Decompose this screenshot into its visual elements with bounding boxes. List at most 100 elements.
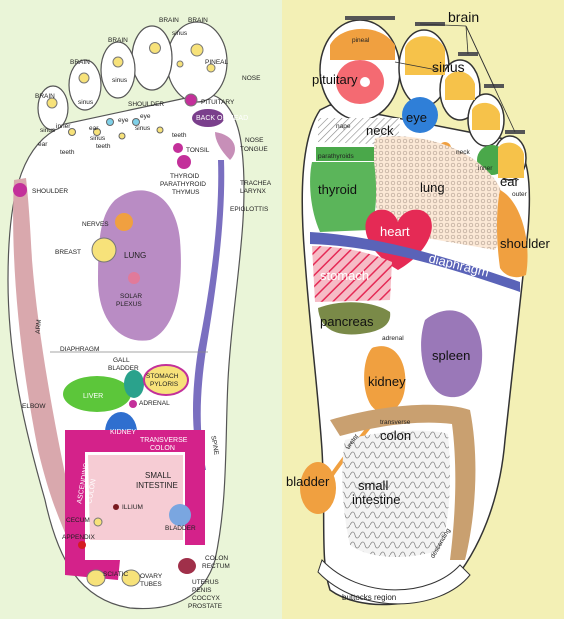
left-sinus-label-2: sinus [112, 77, 128, 84]
right-thyroid [310, 162, 377, 232]
right-ear-label: ear [500, 174, 519, 189]
left-brain-label-5: BRAIN [35, 93, 55, 100]
right-kidney [364, 346, 406, 413]
left-tonsil-label: TONSIL [186, 147, 210, 154]
left-nose-tongue-label-2: TONGUE [240, 146, 268, 153]
left-elbow-label: ELBOW [22, 403, 46, 410]
left-nose-label: NOSE [242, 75, 261, 82]
right-shoulder-label: shoulder [500, 236, 551, 251]
right-pancreas-label: pancreas [320, 314, 374, 329]
right-bladder-label: bladder [286, 474, 330, 489]
left-sciatic-dot [86, 569, 106, 587]
left-appendix-label: APPENDIX [62, 534, 96, 541]
left-sinus-label-6: sinus [135, 125, 151, 132]
left-shoulder-toe-label: SHOULDER [128, 101, 164, 108]
left-brain-label-1: BRAIN [159, 17, 179, 24]
left-brain-label-2: BRAIN [188, 17, 208, 24]
right-inner-label: inner [478, 165, 493, 172]
right-sinus-pointer [394, 61, 438, 71]
right-eye-region [402, 97, 438, 133]
right-lung-label: lung [420, 180, 445, 195]
right-sinus-toe4 [472, 102, 500, 130]
left-brain-dot-2 [149, 42, 161, 54]
left-pineal-label: PINEAL [205, 59, 229, 66]
right-spleen-label: spleen [432, 348, 470, 363]
right-pineal-region [330, 28, 395, 60]
left-appendix-dot [78, 541, 86, 549]
right-parathyroids-label: parathyroids [318, 153, 355, 160]
left-sinus-label-3: sinus [78, 99, 94, 106]
left-liver [63, 376, 131, 412]
right-brain-pointer-1 [419, 23, 467, 27]
right-heart-label: heart [380, 224, 410, 239]
left-foot: BRAIN BRAIN BRAIN BRAIN BRAIN sinus sinu… [7, 17, 272, 610]
right-transverse-label: transverse [380, 419, 411, 426]
left-toe-2 [131, 25, 173, 91]
left-thyroid-label-1: THYROID [170, 173, 200, 180]
left-trachea-label-2: LARYNX [240, 188, 267, 195]
left-thyroid-label-3: THYMUS [172, 189, 200, 196]
right-small-intestine [342, 430, 450, 557]
right-shoulder [497, 190, 528, 278]
right-adrenal-label: adrenal [382, 335, 404, 342]
left-ilium-dot [113, 504, 119, 510]
left-brain-dot-3 [112, 56, 124, 68]
left-gall [124, 370, 144, 398]
left-spine-label: SPINE [209, 435, 219, 456]
left-trachea-label-1: TRACHEA [240, 180, 272, 187]
left-teeth-dot-1 [118, 132, 126, 140]
left-solar-label-1: SOLAR [120, 293, 142, 300]
right-sinus-toe5 [498, 142, 524, 178]
left-epiglottis-label: EPIGLOTTIS [230, 206, 269, 213]
right-sinus-toe3 [445, 71, 475, 100]
left-cecum-dot [93, 517, 103, 527]
right-sinus-toe2 [405, 36, 445, 75]
left-small-label-1: SMALL [145, 471, 172, 480]
left-teeth-label-2: teeth [96, 143, 111, 150]
right-brain-pointer-4 [465, 25, 516, 133]
left-brain-dot-5 [46, 97, 58, 109]
left-arm-strip [13, 178, 78, 540]
left-uterus-dot [178, 558, 196, 574]
left-brain-label-3: BRAIN [108, 37, 128, 44]
left-nerves-dot [115, 213, 133, 231]
left-kidney-label: KIDNEY [110, 429, 136, 436]
left-small-intestine [88, 455, 183, 540]
left-small-label-2: INTESTINE [136, 481, 178, 490]
right-small-label: small [358, 478, 388, 493]
right-parathyroids [316, 147, 374, 161]
right-buttocks-label: buttocks region [342, 593, 396, 602]
left-tonsil [173, 143, 183, 153]
left-shoulder-dot [13, 183, 27, 197]
left-colon [65, 430, 205, 580]
left-uterus-label-1: UTERUS [192, 579, 219, 586]
left-sinus-label-5: sinus [90, 135, 106, 142]
right-thyroid-label: thyroid [318, 182, 357, 197]
left-nose-tongue-label-1: NOSE [245, 137, 264, 144]
left-stomach-label-1: STOMACH [146, 373, 179, 380]
left-arm-label: ARM [35, 319, 43, 334]
right-nape-label: nape [336, 123, 351, 130]
right-pituitary-dot [360, 77, 370, 87]
left-sinus-dot-1 [176, 60, 184, 68]
left-eye-dot-1 [106, 118, 114, 126]
left-gall-label-1: GALL [113, 357, 130, 364]
right-colon-band [330, 404, 476, 560]
left-pineal-dot [206, 63, 216, 73]
left-uterus-label-3: COCCYX [192, 595, 220, 602]
left-thyroid-label-2: PARATHYROID [160, 181, 206, 188]
right-brain-pointer-2 [465, 25, 469, 55]
right-colon-label: colon [380, 428, 411, 443]
right-diaphragm-band [310, 232, 520, 292]
left-ovary-label-2: TUBES [140, 581, 162, 588]
left-stomach-label-2: PYLORIS [150, 381, 179, 388]
left-thyroid [177, 155, 191, 169]
left-back-of-head-label: BACK OF HEAD [196, 115, 248, 122]
left-breast-dot [91, 237, 117, 263]
left-toe-4 [68, 59, 102, 111]
left-ear-dot-1 [68, 128, 76, 136]
right-foot: brain pineal pituitary sinus nape neck e… [286, 9, 551, 606]
left-gall-label-2: BLADDER [108, 365, 139, 372]
left-eye-dot-2 [132, 118, 140, 126]
